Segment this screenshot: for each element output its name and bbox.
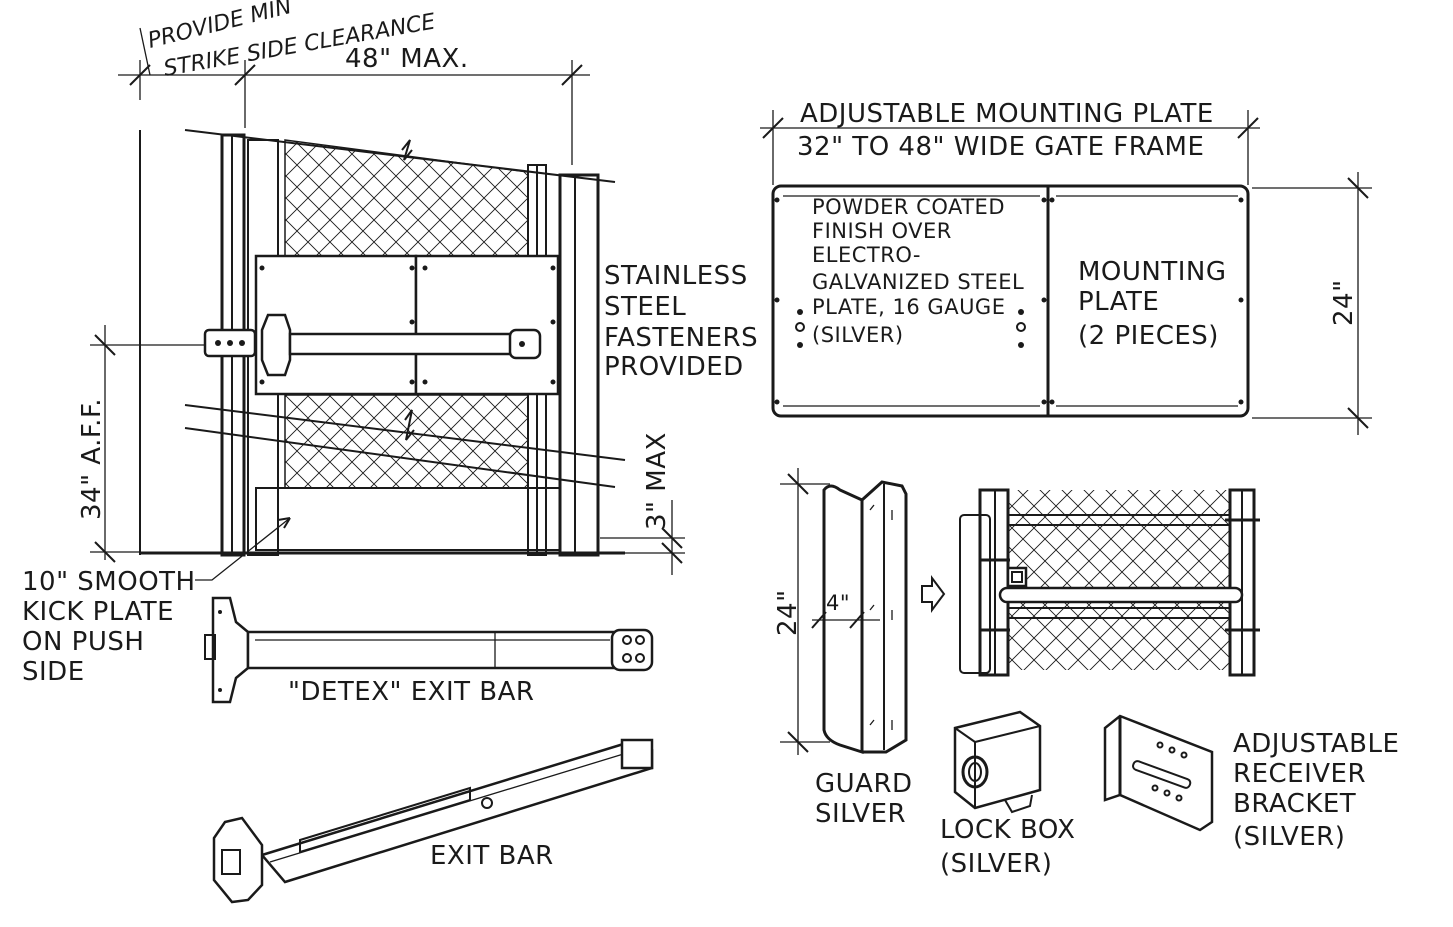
- fasteners-line-4: PROVIDED: [604, 352, 744, 382]
- plate-title-line-2: 32" TO 48" WIDE GATE FRAME: [797, 132, 1204, 162]
- finish-line-4: GALVANIZED STEEL: [812, 270, 1024, 294]
- guard-width-label: 4": [826, 591, 850, 615]
- gap-dim-label: 3" MAX: [642, 432, 672, 530]
- kick-line-1: 10" SMOOTH: [22, 567, 196, 597]
- bracket-label-4: (SILVER): [1233, 822, 1345, 852]
- height-dimension: 34" A.F.F.: [77, 325, 205, 563]
- fasteners-line-1: STAINLESS: [604, 261, 748, 291]
- bracket-label-3: BRACKET: [1233, 789, 1356, 819]
- gate-mounting-plate: [254, 254, 560, 396]
- finish-line-3: ELECTRO-: [812, 243, 921, 267]
- guard-detail: 24" 4" GUARD SILVER: [773, 468, 913, 829]
- width-dim-label: 48" MAX.: [345, 44, 469, 74]
- bracket-label-2: RECEIVER: [1233, 759, 1366, 789]
- kick-line-3: ON PUSH: [22, 627, 144, 657]
- pieces-line-3: (2 PIECES): [1078, 321, 1219, 351]
- plate-title-line-1: ADJUSTABLE MOUNTING PLATE: [800, 99, 1214, 129]
- height-dim-label: 34" A.F.F.: [77, 398, 107, 520]
- fasteners-note: STAINLESS STEEL FASTENERS PROVIDED: [604, 261, 758, 382]
- exit-bar-label: EXIT BAR: [430, 841, 554, 871]
- fasteners-line-2: STEEL: [604, 292, 686, 322]
- arrow-right-icon: [921, 575, 946, 613]
- guard-height-label: 24": [773, 589, 803, 636]
- finish-line-6: (SILVER): [812, 323, 904, 347]
- gate-exit-bar: [203, 313, 542, 377]
- fasteners-line-3: FASTENERS: [604, 323, 758, 353]
- lock-box: LOCK BOX (SILVER): [940, 710, 1076, 879]
- guard-label-1: GUARD: [815, 769, 913, 799]
- plate-height-label: 24": [1329, 279, 1359, 326]
- finish-line-2: FINISH OVER: [812, 219, 952, 243]
- guard-label-2: SILVER: [815, 799, 906, 829]
- bracket-label-1: ADJUSTABLE: [1233, 729, 1399, 759]
- exit-bar-iso: EXIT BAR: [212, 738, 654, 904]
- mounting-plate-detail: ADJUSTABLE MOUNTING PLATE 32" TO 48" WID…: [760, 99, 1372, 435]
- detex-label: "DETEX" EXIT BAR: [288, 677, 535, 707]
- pieces-line-1: MOUNTING: [1078, 257, 1227, 287]
- lock-box-label-2: (SILVER): [940, 849, 1052, 879]
- pieces-line-2: PLATE: [1078, 287, 1159, 317]
- kick-line-4: SIDE: [22, 657, 85, 687]
- kick-line-2: KICK PLATE: [22, 597, 174, 627]
- receiver-bracket: ADJUSTABLE RECEIVER BRACKET (SILVER): [1103, 714, 1399, 852]
- kick-plate-note: 10" SMOOTH KICK PLATE ON PUSH SIDE: [22, 517, 291, 687]
- gate-elevation: 48" MAX.: [22, 44, 758, 687]
- installed-view: [959, 488, 1260, 677]
- finish-line-1: POWDER COATED: [812, 195, 1005, 219]
- chain-link-mesh-lower: [284, 394, 529, 489]
- lock-box-label-1: LOCK BOX: [940, 815, 1076, 845]
- detex-exit-bar: "DETEX" EXIT BAR: [204, 596, 654, 707]
- gap-dimension: 3" MAX: [600, 432, 685, 575]
- kick-plate: [255, 487, 561, 551]
- finish-line-5: PLATE, 16 GAUGE: [812, 295, 1005, 319]
- width-dimension: 48" MAX.: [118, 44, 590, 165]
